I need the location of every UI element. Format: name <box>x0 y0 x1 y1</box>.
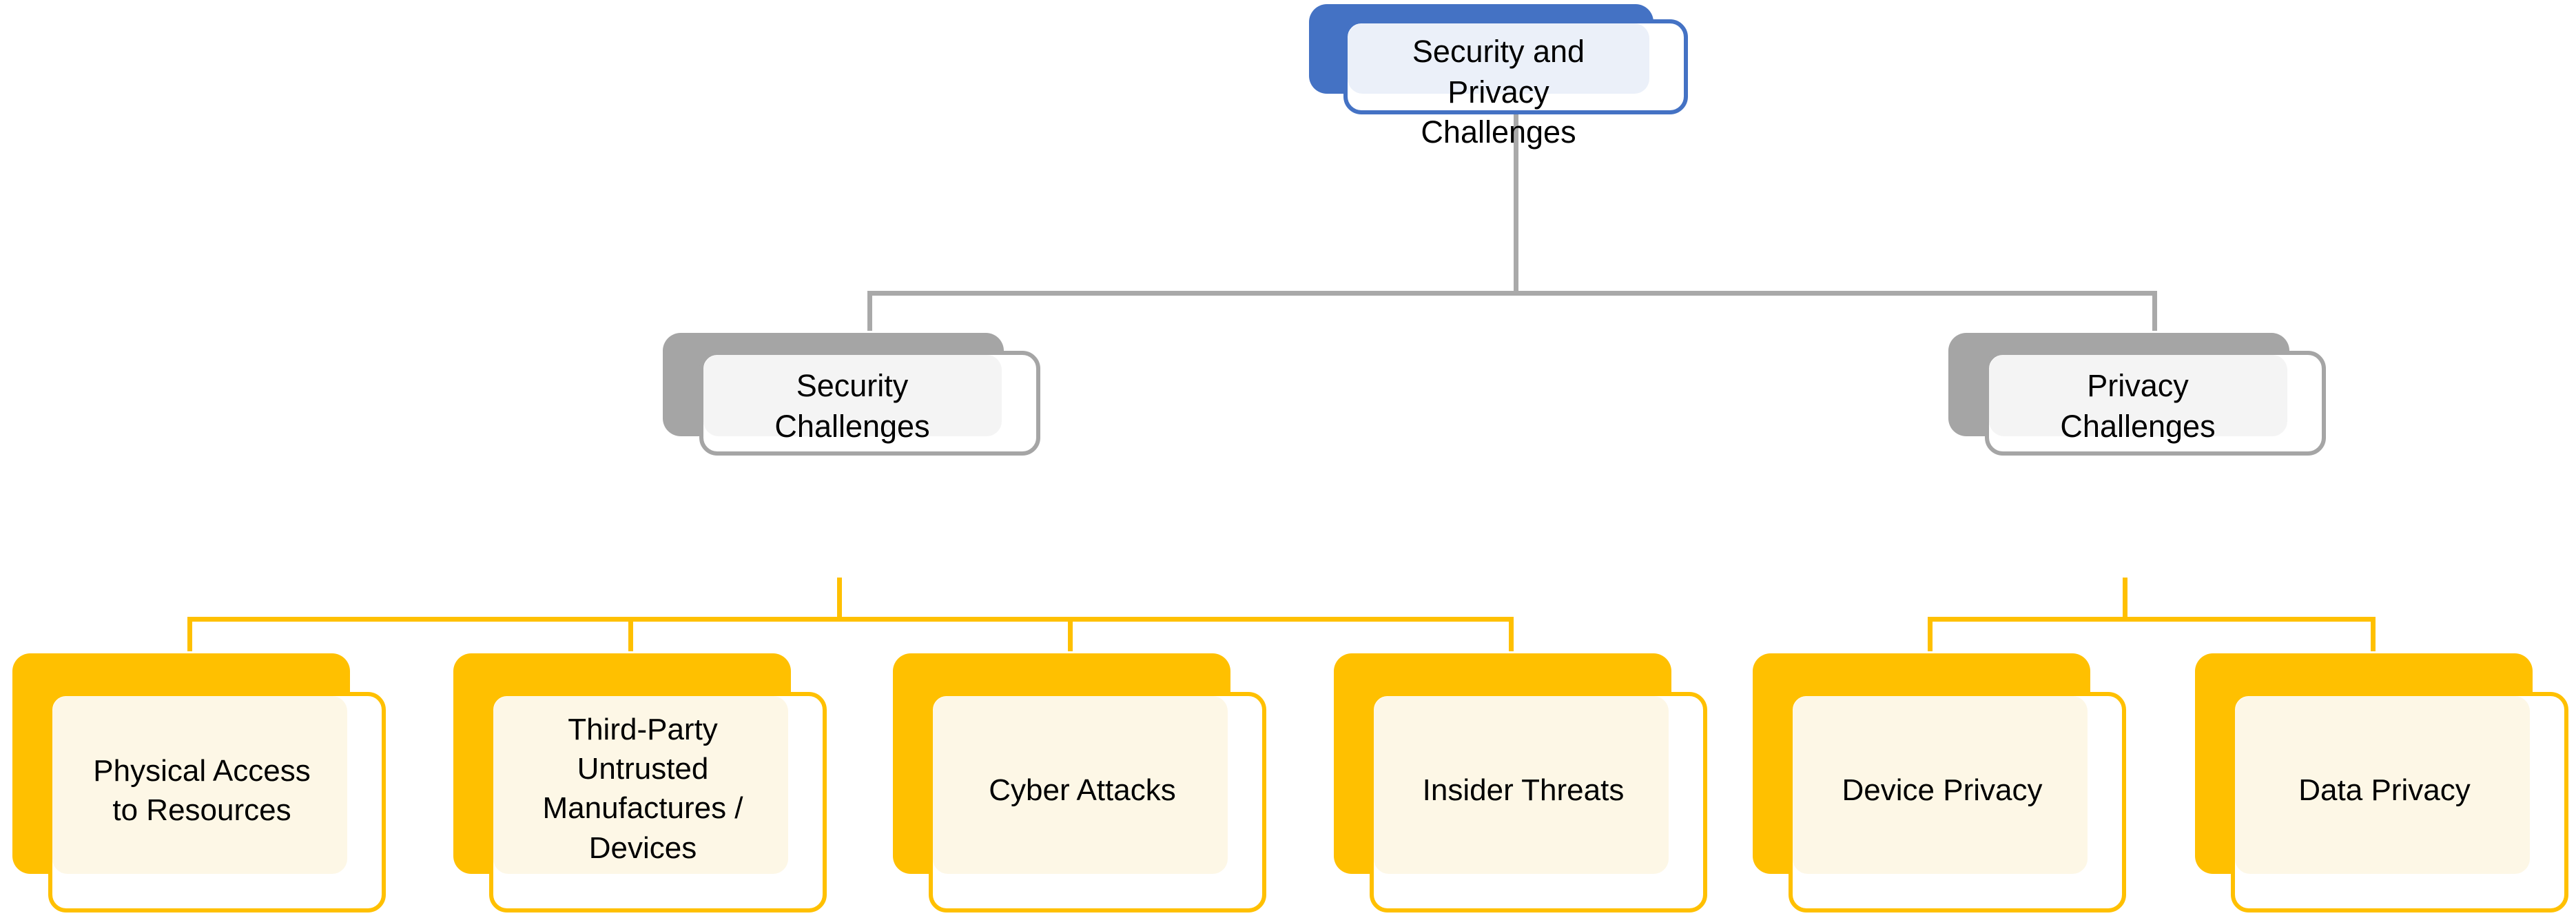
connector-to-data-privacy <box>2371 617 2376 655</box>
node-front-card <box>489 692 827 912</box>
connector-security-stem <box>837 578 842 619</box>
connector-to-privacy <box>2152 291 2157 336</box>
node-cyber-attacks[interactable]: Cyber Attacks <box>893 653 1272 912</box>
connector-security-bus <box>187 617 1514 622</box>
connector-root-stem <box>1514 110 1518 293</box>
node-physical-access-to-resources[interactable]: Physical Access to Resources <box>12 653 391 912</box>
node-front-card <box>929 692 1266 912</box>
node-front-card <box>1370 692 1707 912</box>
node-front-card <box>2231 692 2568 912</box>
connector-root-bus <box>867 291 2157 296</box>
node-front-card <box>1343 19 1688 114</box>
connector-privacy-bus <box>1928 617 2376 622</box>
node-security-challenges[interactable]: Security Challenges <box>663 333 1042 456</box>
node-privacy-challenges[interactable]: Privacy Challenges <box>1948 333 2327 456</box>
connector-to-third-party <box>628 617 633 655</box>
node-front-card <box>48 692 386 912</box>
node-front-card <box>1985 351 2326 456</box>
node-front-card <box>1789 692 2126 912</box>
connector-to-security <box>867 291 872 336</box>
connector-to-cyber-attacks <box>1068 617 1073 655</box>
connector-privacy-stem <box>2123 578 2127 619</box>
node-security-and-privacy-challenges[interactable]: Security and Privacy Challenges <box>1309 4 1688 150</box>
connector-to-device-privacy <box>1928 617 1933 655</box>
node-data-privacy[interactable]: Data Privacy <box>2195 653 2574 912</box>
node-device-privacy[interactable]: Device Privacy <box>1753 653 2132 912</box>
node-insider-threats[interactable]: Insider Threats <box>1334 653 1713 912</box>
node-front-card <box>699 351 1040 456</box>
node-third-party-untrusted-manufactures-devices[interactable]: Third-Party Untrusted Manufactures / Dev… <box>453 653 832 912</box>
connector-to-insider-threats <box>1509 617 1514 655</box>
connector-to-physical-access <box>187 617 192 655</box>
